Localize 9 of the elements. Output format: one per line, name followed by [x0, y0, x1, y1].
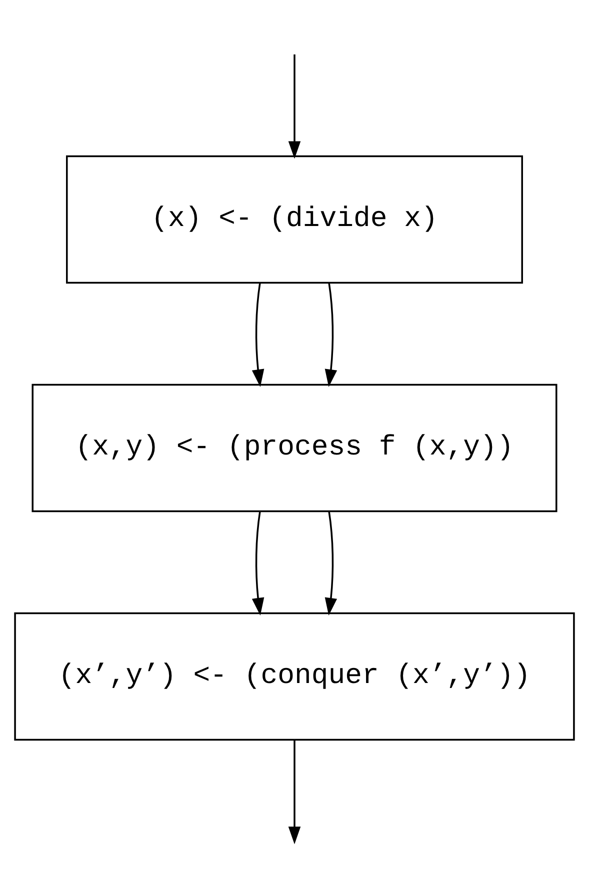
node-box: (x,y) <- (process f (x,y)) [32, 384, 558, 512]
arrow [324, 512, 338, 616]
arrow [324, 283, 338, 388]
arrow [288, 740, 301, 844]
arrow [288, 54, 301, 159]
node-box: (x’,y’) <- (conquer (x’,y’)) [14, 612, 575, 741]
arrow [252, 512, 264, 616]
arrow [252, 283, 264, 388]
node-box: (x) <- (divide x) [66, 155, 523, 284]
